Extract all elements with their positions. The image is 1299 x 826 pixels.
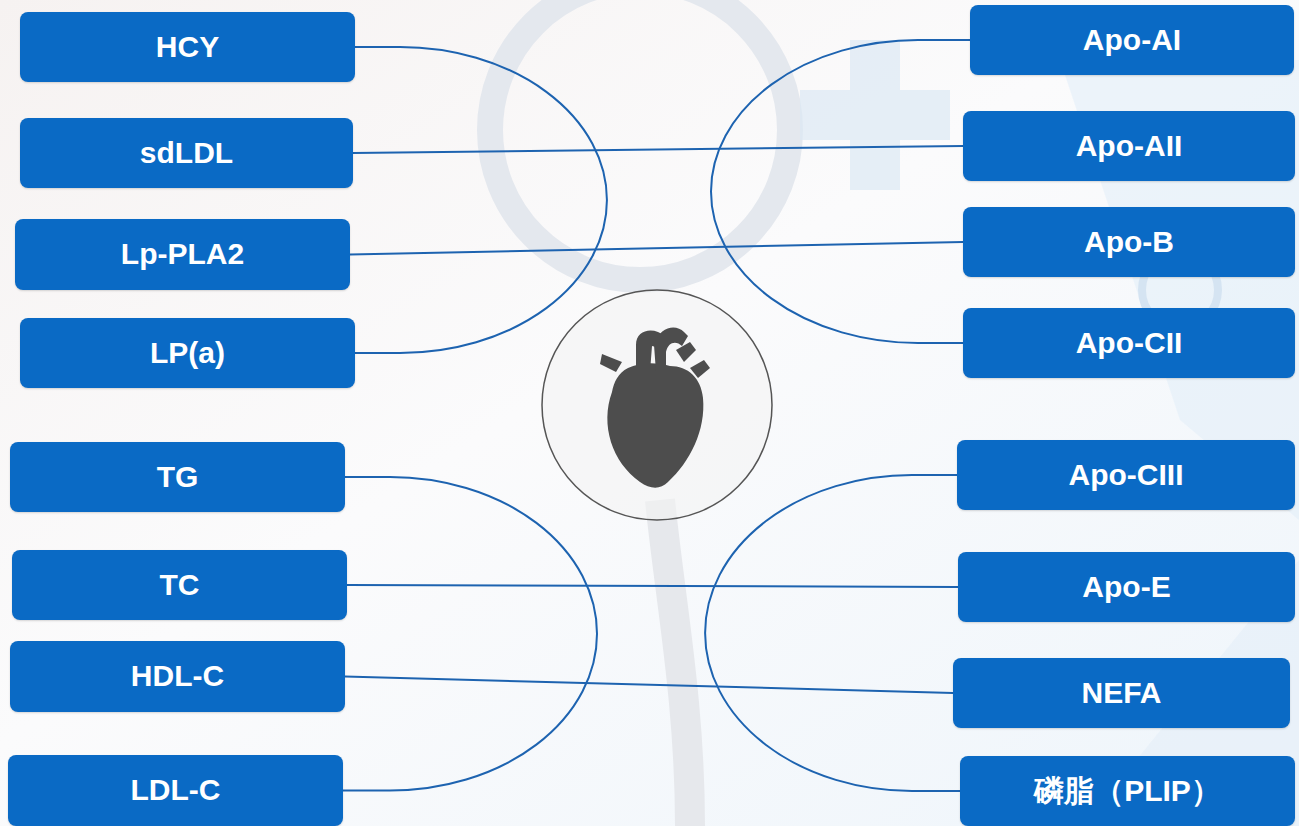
heart-icon <box>600 328 710 488</box>
connector-line <box>353 146 963 153</box>
process-box: NEFA <box>953 658 1290 728</box>
box-label: Apo-AI <box>1083 23 1181 58</box>
medical-cross <box>800 40 950 190</box>
connector-line <box>350 242 963 255</box>
connector-line <box>355 47 607 353</box>
process-box: LP(a) <box>20 318 355 388</box>
process-box: Apo-B <box>963 207 1295 277</box>
box-label: sdLDL <box>140 136 233 171</box>
box-label: NEFA <box>1081 676 1161 711</box>
box-label: HCY <box>156 30 219 65</box>
process-box: TC <box>12 550 347 620</box>
box-label: Apo-B <box>1084 225 1174 260</box>
box-label: Apo-AII <box>1076 129 1183 164</box>
process-box: LDL-C <box>8 755 343 826</box>
process-box: Apo-CIII <box>957 440 1295 510</box>
box-label: Apo-CIII <box>1069 458 1184 493</box>
stethoscope-ring <box>490 0 790 280</box>
connector-line <box>345 677 953 694</box>
process-box: Lp-PLA2 <box>15 219 350 290</box>
box-label: TG <box>157 460 199 495</box>
connector-line <box>347 585 958 587</box>
process-box: TG <box>10 442 345 512</box>
process-box: HDL-C <box>10 641 345 712</box>
connector-line <box>343 477 597 791</box>
box-label: LP(a) <box>150 336 225 371</box>
process-box: 磷脂（PLIP） <box>960 756 1295 826</box>
center-circle <box>542 290 772 520</box>
box-label: Apo-CII <box>1076 326 1183 361</box>
process-box: Apo-AI <box>970 5 1294 75</box>
process-box: Apo-CII <box>963 308 1295 378</box>
box-label: 磷脂（PLIP） <box>1034 774 1221 809</box>
connector-line <box>711 40 970 343</box>
process-box: sdLDL <box>20 118 353 188</box>
box-label: TC <box>160 568 200 603</box>
connector-line <box>705 475 960 791</box>
box-label: Lp-PLA2 <box>121 237 244 272</box>
box-label: HDL-C <box>131 659 224 694</box>
box-label: LDL-C <box>131 773 221 808</box>
process-box: Apo-AII <box>963 111 1295 181</box>
process-box: Apo-E <box>958 552 1295 622</box>
box-label: Apo-E <box>1082 570 1170 605</box>
process-box: HCY <box>20 12 355 82</box>
stethoscope-tube <box>660 500 690 826</box>
